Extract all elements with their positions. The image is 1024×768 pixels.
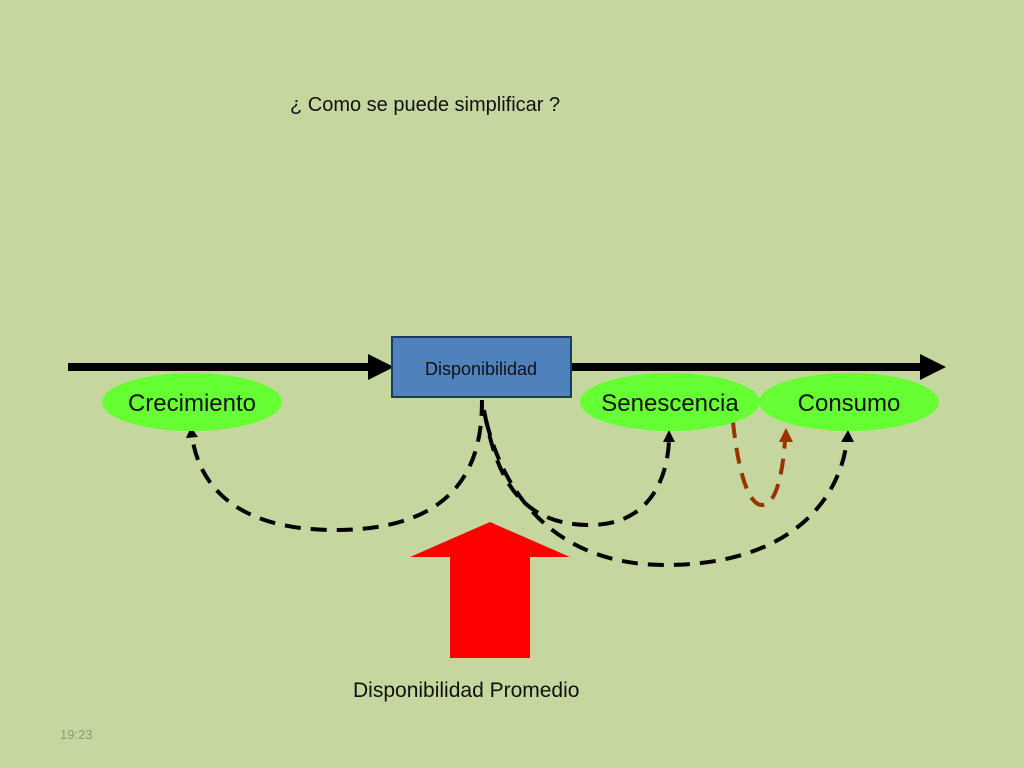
caption-text: Disponibilidad Promedio xyxy=(353,679,580,702)
arc-senescencia-to-consumo xyxy=(731,421,787,508)
arrowhead-consumo xyxy=(841,430,854,442)
consumo-label: Consumo xyxy=(798,390,901,417)
timestamp: 19:23 xyxy=(60,727,93,742)
crecimiento-label: Crecimiento xyxy=(128,390,256,417)
red-up-arrow xyxy=(410,522,570,658)
senescencia-label: Senescencia xyxy=(601,390,739,417)
arc-to-crecimiento xyxy=(190,399,484,533)
arc-to-senescencia xyxy=(482,409,671,528)
arrowhead-brown xyxy=(779,428,793,442)
dashed-flow-arcs xyxy=(186,399,854,568)
stage-crecimiento: Crecimiento xyxy=(102,373,282,431)
stage-consumo: Consumo xyxy=(759,373,939,431)
stage-senescencia: Senescencia xyxy=(580,373,760,431)
main-timeline-arrow xyxy=(68,354,946,380)
arrowhead-senescencia xyxy=(663,430,675,442)
disponibilidad-label: Disponibilidad xyxy=(425,359,537,379)
arrowhead-crecimiento xyxy=(186,427,198,438)
disponibilidad-box: Disponibilidad xyxy=(391,336,572,398)
question-text: ¿ Como se puede simplificar ? xyxy=(290,94,561,116)
